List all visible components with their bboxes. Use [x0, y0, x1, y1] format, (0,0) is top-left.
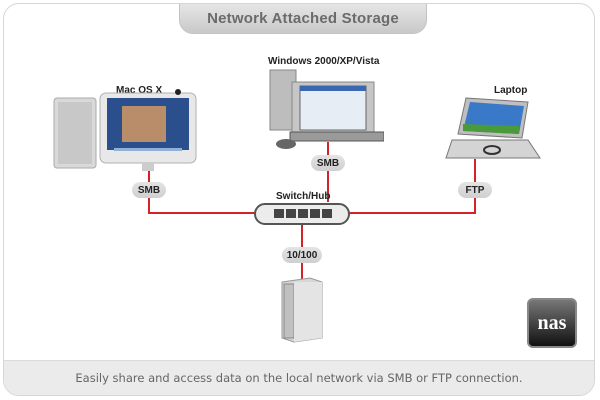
mac-label: Mac OS X	[116, 85, 163, 96]
mac-computer-icon	[53, 89, 197, 171]
nas-logo-icon: nas	[527, 298, 577, 348]
footer-caption: Easily share and access data on the loca…	[75, 371, 523, 385]
mac-protocol-badge: SMB	[132, 182, 166, 198]
windows-pc-icon	[269, 69, 384, 149]
diagram-frame: Network Attached Storage Mac OS X SMB Wi…	[3, 3, 595, 396]
laptop-protocol-badge: FTP	[458, 182, 492, 198]
windows-protocol-badge: SMB	[311, 155, 345, 171]
logo-text: nas	[537, 311, 567, 334]
title-banner: Network Attached Storage	[179, 4, 427, 34]
switch-hub-icon	[254, 203, 350, 225]
diagram-title: Network Attached Storage	[207, 9, 399, 27]
laptop-label: Laptop	[494, 85, 528, 96]
windows-label: Windows 2000/XP/Vista	[268, 56, 380, 67]
switch-label: Switch/Hub	[276, 191, 331, 202]
wire-laptop-horizontal	[348, 212, 476, 214]
footer-bar: Easily share and access data on the loca…	[4, 360, 594, 395]
wire-windows-vertical	[327, 142, 329, 202]
nas-drive-icon	[281, 277, 323, 343]
laptop-icon	[445, 97, 541, 159]
wire-mac-horizontal	[148, 212, 256, 214]
nas-link-speed-badge: 10/100	[282, 247, 322, 263]
